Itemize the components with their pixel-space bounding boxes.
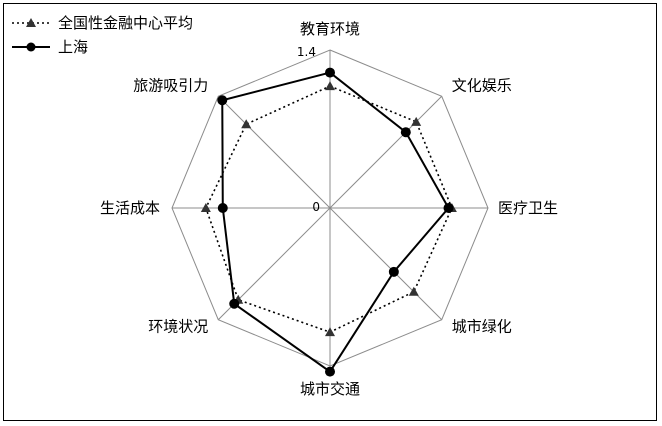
legend-item-shanghai: 上海 (12, 38, 88, 56)
legend-label-national-average: 全国性金融中心平均 (58, 14, 193, 32)
axis-label: 城市绿化 (452, 318, 512, 336)
axis-label: 教育环境 (300, 20, 360, 38)
legend: 全国性金融中心平均 上海 (12, 14, 193, 56)
axis-label: 医疗卫生 (498, 199, 558, 217)
series-shanghai (217, 67, 454, 377)
grid-spoke (329, 95, 443, 209)
tick-label-zero: 0 (312, 200, 320, 214)
legend-item-national-average: 全国性金融中心平均 (12, 14, 193, 32)
axis-label: 环境状况 (148, 318, 208, 336)
data-point (411, 116, 422, 126)
data-point (217, 203, 228, 213)
axis-label: 城市交通 (300, 380, 360, 398)
axis-label: 旅游吸引力 (133, 76, 208, 94)
grid-spoke (329, 207, 443, 321)
data-point (325, 81, 335, 91)
grid-spoke (217, 95, 331, 209)
series-line (221, 71, 450, 374)
data-point (388, 266, 399, 277)
data-point (443, 203, 454, 213)
data-point (325, 327, 335, 337)
data-point (200, 203, 211, 212)
data-point (217, 95, 228, 106)
series-national-average (200, 81, 457, 337)
axis-label: 生活成本 (100, 199, 160, 217)
data-point (408, 286, 419, 296)
tick-label-max: 1.4 (297, 45, 316, 59)
data-point (241, 119, 252, 129)
data-point (400, 127, 411, 138)
data-point (325, 366, 335, 377)
series-layer (200, 67, 457, 377)
legend-label-shanghai: 上海 (58, 38, 88, 56)
data-point (325, 67, 335, 78)
data-point (229, 298, 240, 309)
axis-label: 文化娱乐 (452, 76, 512, 94)
